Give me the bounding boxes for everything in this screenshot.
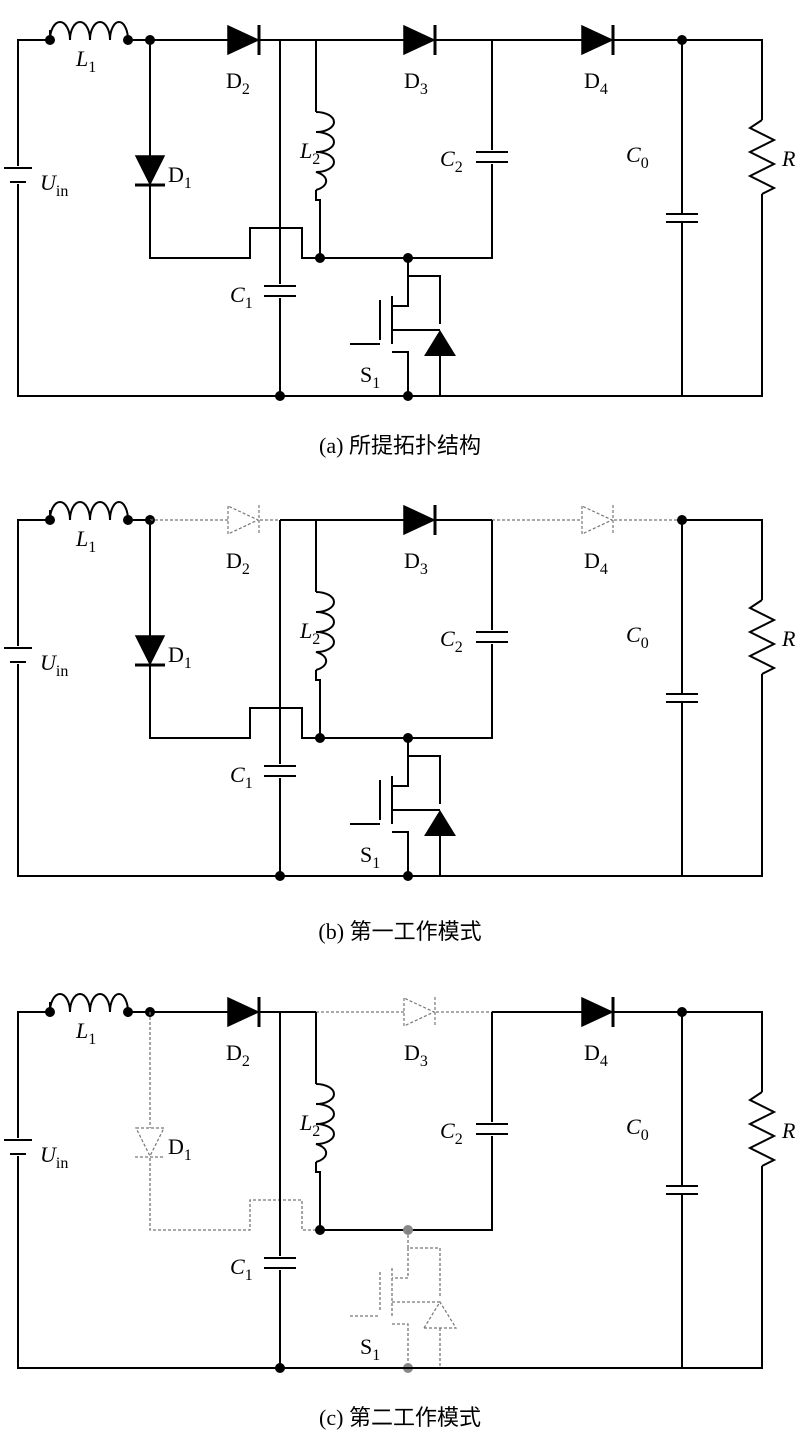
caption-b: (b) 第一工作模式 (318, 919, 482, 944)
l2-inductor (315, 1083, 335, 1163)
s1-label: S1 (360, 842, 380, 872)
uin-label: Uin (40, 650, 68, 680)
d4-label: D4 (584, 1040, 608, 1070)
l1-label: L1 (75, 526, 96, 556)
c2-label: C2 (440, 1118, 463, 1148)
caption-c: (c) 第二工作模式 (319, 1405, 481, 1430)
c1-label: C1 (230, 282, 253, 312)
s1-label: S1 (360, 362, 380, 392)
d1-label: D1 (168, 642, 192, 672)
d1-label: D1 (168, 1134, 192, 1164)
c2-label: C2 (440, 146, 463, 176)
l2-label: L2 (299, 618, 320, 648)
d4-label: D4 (584, 548, 608, 578)
l1-inductor (49, 21, 129, 41)
r-resistor (747, 1091, 777, 1167)
r-resistor (747, 119, 777, 195)
l2-inductor (315, 111, 335, 191)
l1-inductor (49, 993, 129, 1013)
r-label: R (781, 1118, 796, 1143)
d3-label: D3 (404, 1040, 428, 1070)
d1-label: D1 (168, 162, 192, 192)
c2-label: C2 (440, 626, 463, 656)
l2-label: L2 (299, 1110, 320, 1140)
s1-label: S1 (360, 1334, 380, 1364)
r-label: R (781, 146, 796, 171)
d4-label: D4 (584, 68, 608, 98)
l1-label: L1 (75, 46, 96, 76)
uin-label: Uin (40, 1142, 68, 1172)
caption-a: (a) 所提拓扑结构 (319, 433, 481, 458)
uin-label: Uin (40, 170, 68, 200)
d2-label: D2 (226, 68, 250, 98)
l2-label: L2 (299, 138, 320, 168)
d3-label: D3 (404, 68, 428, 98)
l1-inductor (49, 501, 129, 521)
r-resistor (747, 599, 777, 675)
d2-label: D2 (226, 548, 250, 578)
c0-label: C0 (626, 1114, 649, 1144)
d3-label: D3 (404, 548, 428, 578)
r-label: R (781, 626, 796, 651)
c0-label: C0 (626, 142, 649, 172)
c1-label: C1 (230, 1254, 253, 1284)
l2-inductor (315, 591, 335, 671)
d2-label: D2 (226, 1040, 250, 1070)
l1-label: L1 (75, 1018, 96, 1048)
c0-label: C0 (626, 622, 649, 652)
c1-label: C1 (230, 762, 253, 792)
